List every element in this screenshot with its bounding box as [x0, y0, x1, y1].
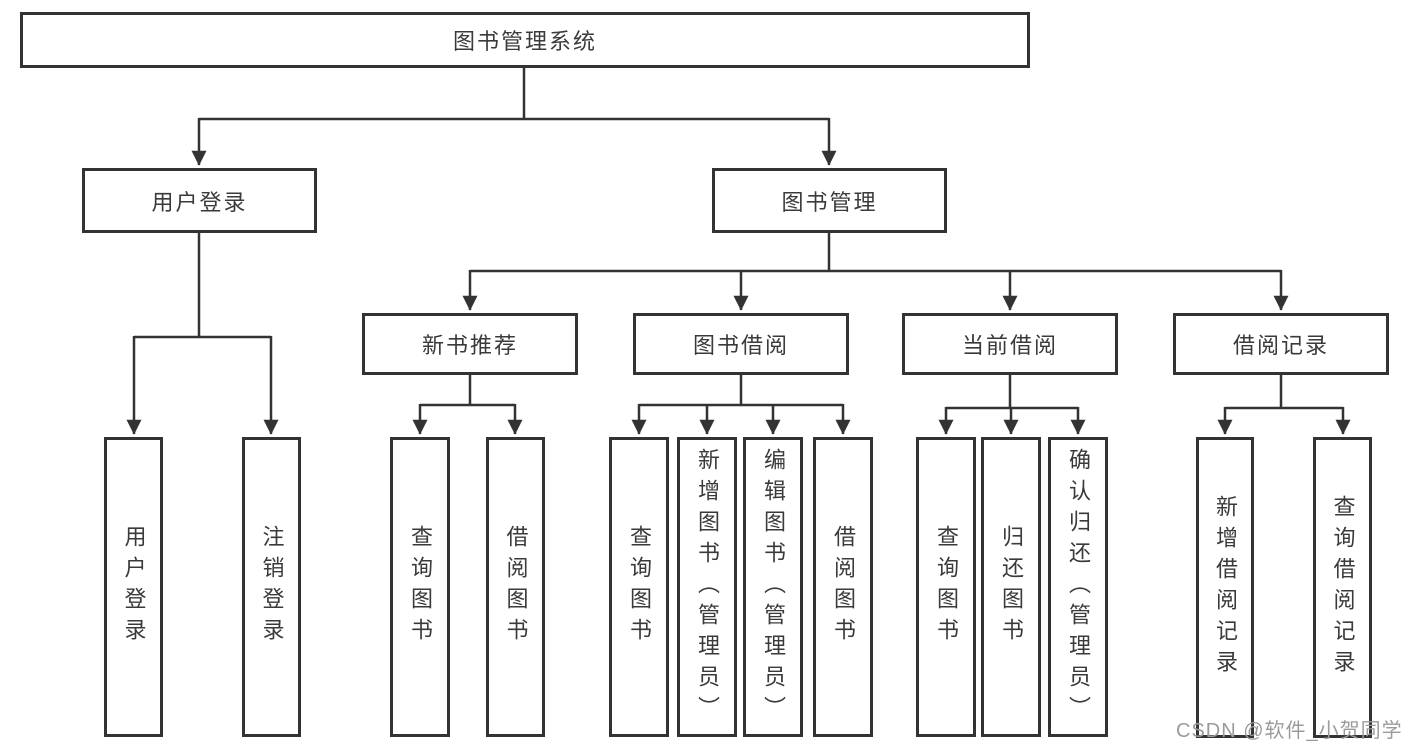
leaf-query-books-recommend: 查询图书 — [390, 437, 450, 737]
node-new-book-recommendation: 新书推荐 — [362, 313, 578, 375]
node-user-login: 用户登录 — [82, 168, 317, 233]
leaf-borrow-books: 借阅图书 — [813, 437, 873, 737]
node-borrowing-records: 借阅记录 — [1173, 313, 1389, 375]
leaf-return-books: 归还图书 — [981, 437, 1041, 737]
csdn-watermark: CSDN @软件_小贺同学 — [1176, 720, 1403, 742]
leaf-add-borrow-record: 新增借阅记录 — [1196, 437, 1254, 738]
leaf-query-books-borrowing: 查询图书 — [609, 437, 669, 737]
leaf-add-books-admin: 新增图书（管理员） — [677, 437, 737, 737]
leaf-query-borrow-record: 查询借阅记录 — [1313, 437, 1372, 738]
leaf-logout: 注销登录 — [242, 437, 301, 737]
node-library-management-system: 图书管理系统 — [20, 12, 1030, 68]
leaf-confirm-return-admin: 确认归还（管理员） — [1048, 437, 1108, 737]
node-book-management: 图书管理 — [712, 168, 947, 233]
leaf-query-books-current: 查询图书 — [916, 437, 976, 737]
leaf-borrow-books-recommend: 借阅图书 — [486, 437, 545, 737]
leaf-edit-books-admin: 编辑图书（管理员） — [743, 437, 803, 737]
node-current-borrowing: 当前借阅 — [902, 313, 1118, 375]
node-book-borrowing: 图书借阅 — [633, 313, 849, 375]
leaf-user-login: 用户登录 — [104, 437, 163, 737]
